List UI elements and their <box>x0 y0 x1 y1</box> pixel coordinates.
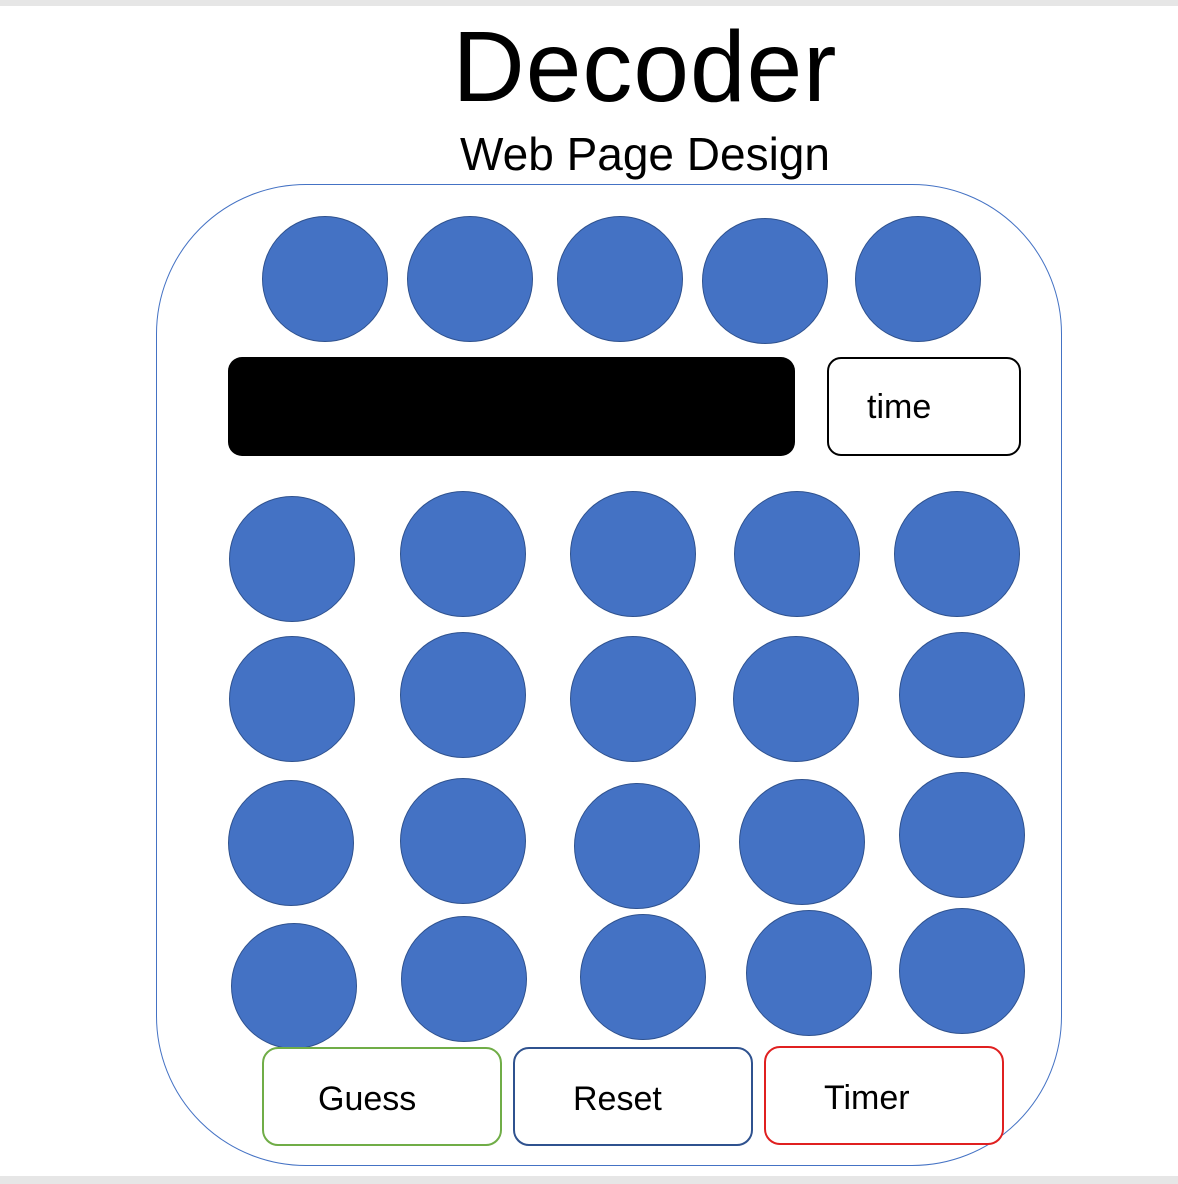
guess-circle[interactable] <box>400 778 526 904</box>
timer-button-label: Timer <box>824 1079 910 1117</box>
guess-button-label: Guess <box>318 1080 417 1118</box>
code-circle-1 <box>262 216 388 342</box>
timer-button[interactable]: Timer <box>764 1046 1004 1145</box>
guess-circle[interactable] <box>400 632 526 758</box>
code-circle-4 <box>702 218 828 344</box>
guess-circle[interactable] <box>228 780 354 906</box>
guess-circle[interactable] <box>400 491 526 617</box>
guess-circle[interactable] <box>739 779 865 905</box>
guess-circle[interactable] <box>570 491 696 617</box>
guess-circle[interactable] <box>574 783 700 909</box>
guess-circle[interactable] <box>570 636 696 762</box>
guess-circle[interactable] <box>580 914 706 1040</box>
time-display: time <box>827 357 1021 456</box>
guess-circle[interactable] <box>401 916 527 1042</box>
reset-button[interactable]: Reset <box>513 1047 753 1146</box>
guess-circle[interactable] <box>746 910 872 1036</box>
guess-circle[interactable] <box>734 491 860 617</box>
guess-circle[interactable] <box>733 636 859 762</box>
reset-button-label: Reset <box>573 1080 662 1118</box>
guess-circle[interactable] <box>899 908 1025 1034</box>
guess-button[interactable]: Guess <box>262 1047 502 1146</box>
guess-circle[interactable] <box>899 632 1025 758</box>
code-circle-3 <box>557 216 683 342</box>
guess-circle[interactable] <box>231 923 357 1049</box>
code-circle-2 <box>407 216 533 342</box>
guess-circle[interactable] <box>899 772 1025 898</box>
guess-circle[interactable] <box>229 496 355 622</box>
top-divider <box>0 0 1178 6</box>
time-label: time <box>867 388 932 426</box>
guess-circle[interactable] <box>229 636 355 762</box>
page-subtitle: Web Page Design <box>460 128 830 180</box>
guess-circle[interactable] <box>894 491 1020 617</box>
page-title: Decoder <box>452 11 838 123</box>
bottom-divider <box>0 1176 1178 1184</box>
guess-display <box>228 357 795 456</box>
code-circle-5 <box>855 216 981 342</box>
